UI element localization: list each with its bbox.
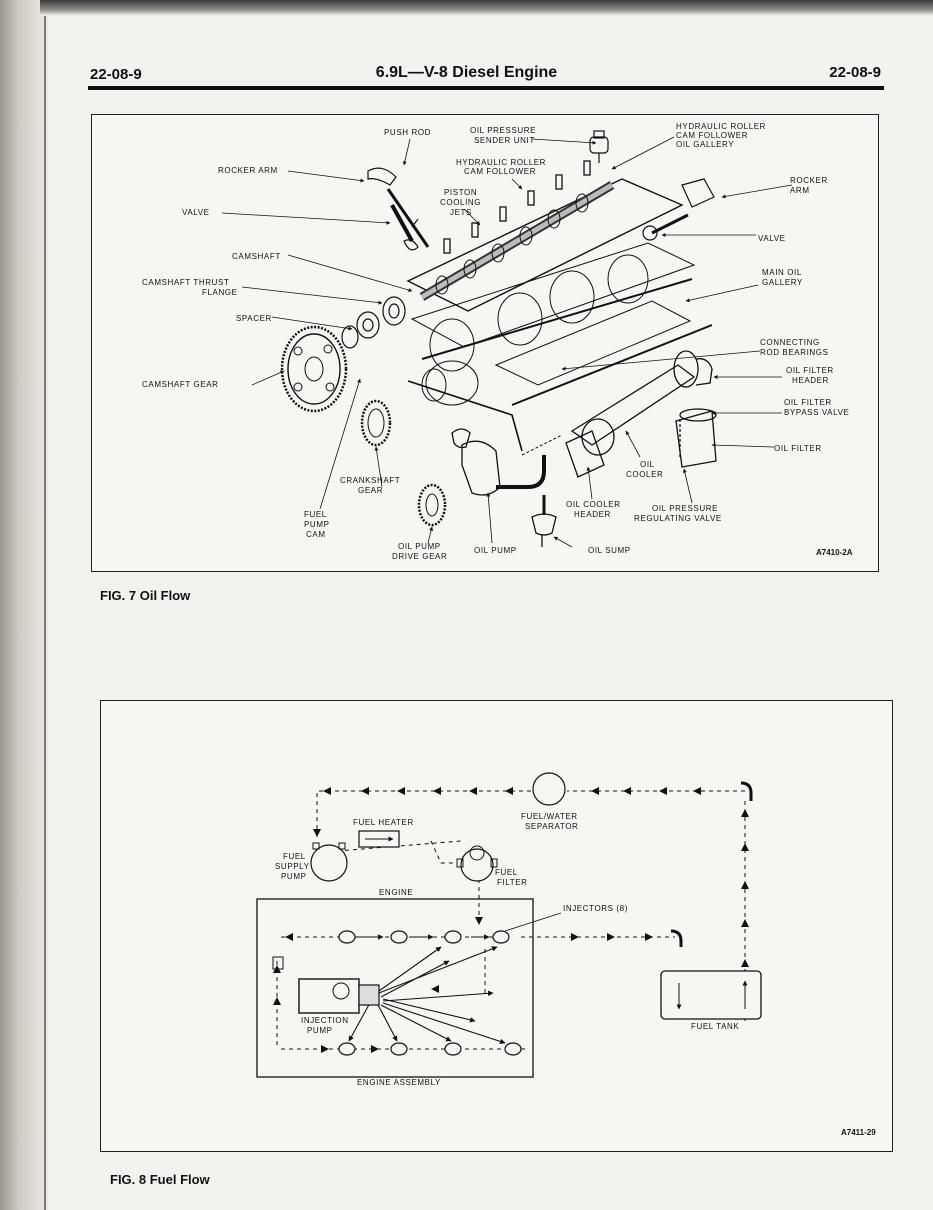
label-connecting-rod-bearings: CONNECTING [760, 338, 820, 347]
label-camshaft-thrust-flange: CAMSHAFT THRUST [142, 278, 229, 287]
label-fuel-supply-pump: SUPPLY [275, 862, 310, 871]
page-title: 6.9L—V-8 Diesel Engine [375, 64, 558, 81]
label-fuel-tank: FUEL TANK [691, 1022, 739, 1031]
scan-top-edge [40, 0, 933, 16]
label-fuel-filter: FILTER [497, 878, 528, 887]
label-oil-filter-bypass-valve: BYPASS VALVE [784, 408, 849, 417]
label-piston-cooling-jets: COOLING [440, 198, 481, 207]
label-piston-cooling-jets: JETS [450, 208, 472, 217]
page-number-right: 22-08-9 [829, 64, 881, 81]
label-fuel-supply-pump: FUEL [283, 852, 306, 861]
camshaft-gear-drawing [280, 325, 348, 413]
label-camshaft-thrust-flange: FLANGE [202, 288, 238, 297]
label-fuel-heater: FUEL HEATER [353, 818, 414, 827]
label-fuel-filter: FUEL [495, 868, 518, 877]
label-hrcf-gallery: CAM FOLLOWER [676, 131, 748, 140]
label-valve-right: VALVE [758, 234, 786, 243]
label-oil-pump-drive-gear: DRIVE GEAR [392, 552, 447, 561]
label-valve-left: VALVE [182, 208, 210, 217]
label-fuel-supply-pump: PUMP [281, 872, 307, 881]
label-oil-pressure-regulating-valve: OIL PRESSURE [652, 504, 718, 513]
label-oil-cooler-header: HEADER [574, 510, 611, 519]
label-camshaft: CAMSHAFT [232, 252, 281, 261]
label-oil-pump: OIL PUMP [474, 546, 517, 555]
label-oil-cooler-header: OIL COOLER [566, 500, 621, 509]
label-oil-pressure-regulating-valve: REGULATING VALVE [634, 514, 722, 523]
fuel-filter [456, 845, 498, 882]
camshaft-drawing [419, 181, 615, 301]
label-rocker-arm-left: ROCKER ARM [218, 166, 278, 175]
label-push-rod: PUSH ROD [384, 128, 431, 137]
figure-caption-oil-flow: FIG. 7 Oil Flow [100, 588, 191, 603]
figure-caption-fuel-flow: FIG. 8 Fuel Flow [110, 1172, 210, 1187]
label-main-oil-gallery: MAIN OIL [762, 268, 802, 277]
page-number-left: 22-08-9 [90, 66, 142, 83]
fuel-flow-diagram: FUEL HEATER FUEL/WATER SEPARATOR FUEL SU… [256, 772, 876, 1137]
tank-inlet-elbow [670, 929, 683, 947]
label-rocker-arm-right: ARM [790, 186, 810, 195]
figure-code: A7410-2A [816, 548, 853, 557]
label-injection-pump: INJECTION [301, 1016, 349, 1025]
label-oil-pressure-sender: OIL PRESSURE [470, 126, 536, 135]
label-camshaft-gear: CAMSHAFT GEAR [142, 380, 219, 389]
label-engine: ENGINE [379, 888, 413, 897]
label-main-oil-gallery: GALLERY [762, 278, 803, 287]
label-connecting-rod-bearings: ROD BEARINGS [760, 348, 829, 357]
fuel-water-separator [532, 772, 566, 806]
label-hrcf-gallery: HYDRAULIC ROLLER [676, 122, 766, 131]
label-fuel-pump-cam: PUMP [304, 520, 330, 529]
fuel-flow-labels: FUEL HEATER FUEL/WATER SEPARATOR FUEL SU… [275, 812, 876, 1137]
flow-arrows [273, 787, 749, 1053]
label-hrcf-gallery: OIL GALLERY [676, 140, 734, 149]
injectors-leader [504, 912, 562, 932]
binding-edge [44, 0, 46, 1210]
return-elbow [740, 781, 753, 801]
label-rocker-arm-right: ROCKER [790, 176, 828, 185]
fuel-supply-pump [310, 842, 348, 882]
binding-shadow [0, 0, 48, 1210]
leader-lines [221, 136, 793, 548]
oil-flow-diagram: PUSH ROD OIL PRESSURE SENDER UNIT HYDRAU… [142, 122, 853, 561]
label-oil-pump-drive-gear: OIL PUMP [398, 542, 441, 551]
injectors [338, 930, 522, 1056]
header-rule [88, 86, 884, 90]
injection-pump [272, 956, 380, 1014]
label-fuel-pump-cam: CAM [306, 530, 326, 539]
label-piston-cooling-jets: PISTON [444, 188, 477, 197]
label-oil-cooler: COOLER [626, 470, 663, 479]
label-oil-filter-bypass-valve: OIL FILTER [784, 398, 832, 407]
figure-code: A7411-29 [841, 1128, 876, 1137]
engine-drawing [280, 130, 717, 547]
fuel-tank [660, 970, 762, 1020]
label-crankshaft-gear: CRANKSHAFT [340, 476, 400, 485]
label-engine-assembly: ENGINE ASSEMBLY [357, 1078, 441, 1087]
label-oil-sump: OIL SUMP [588, 546, 631, 555]
label-fuel-pump-cam: FUEL [304, 510, 327, 519]
label-injection-pump: PUMP [307, 1026, 333, 1035]
label-oil-pressure-sender: SENDER UNIT [474, 136, 535, 145]
label-fuel-water-separator: SEPARATOR [525, 822, 578, 831]
figure-fuel-flow: FUEL HEATER FUEL/WATER SEPARATOR FUEL SU… [100, 700, 893, 1152]
figure-oil-flow: PUSH ROD OIL PRESSURE SENDER UNIT HYDRAU… [91, 114, 879, 572]
oil-flow-labels: PUSH ROD OIL PRESSURE SENDER UNIT HYDRAU… [142, 122, 853, 561]
label-injectors: INJECTORS (8) [563, 904, 628, 913]
label-oil-filter: OIL FILTER [774, 444, 822, 453]
label-crankshaft-gear: GEAR [358, 486, 383, 495]
label-oil-filter-header: OIL FILTER [786, 366, 834, 375]
label-spacer: SPACER [236, 314, 272, 323]
engine-assembly-box [256, 898, 534, 1078]
label-oil-cooler: OIL [640, 460, 655, 469]
label-hydraulic-roller-cam-follower: HYDRAULIC ROLLER [456, 158, 546, 167]
fuel-heater [358, 830, 400, 848]
label-hydraulic-roller-cam-follower: CAM FOLLOWER [464, 167, 536, 176]
label-oil-filter-header: HEADER [792, 376, 829, 385]
injection-lines [348, 934, 506, 1045]
label-fuel-water-separator: FUEL/WATER [521, 812, 578, 821]
